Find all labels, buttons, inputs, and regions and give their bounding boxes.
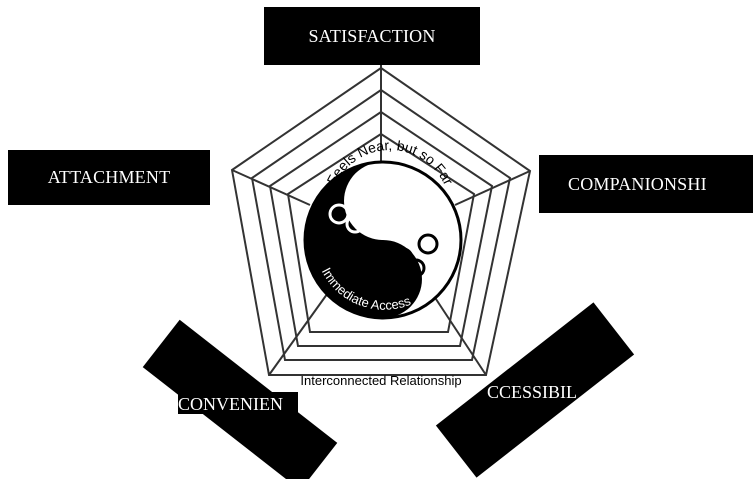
curl-icon [345, 214, 365, 234]
satisfaction-label: SATISFACTION [308, 25, 436, 46]
convenience-label: CONVENIEN [178, 394, 283, 414]
curl-icon [417, 233, 439, 255]
center-inner-ring [303, 160, 463, 320]
attachment-box: ATTACHMENT [8, 150, 210, 205]
convenience-text-bg [178, 392, 298, 414]
web-spoke [268, 289, 331, 376]
accessibility-label: CCESSIBIL [487, 382, 577, 402]
base-label: Interconnected Relationship [300, 373, 461, 388]
accessibility-box [435, 302, 635, 478]
web-ring-4 [286, 132, 476, 333]
curl-icon [328, 203, 350, 225]
companionship-box: COMPANIONSHI [539, 155, 753, 213]
web-ring-2 [250, 88, 512, 361]
curl-icon [352, 191, 374, 213]
web-spoke [454, 170, 531, 206]
attachment-label: ATTACHMENT [47, 167, 171, 187]
web-spoke [429, 289, 487, 376]
web-spoke [231, 169, 311, 206]
web-ring-3 [268, 110, 494, 347]
curl-icon [392, 247, 414, 269]
satisfaction-box: SATISFACTION [264, 7, 480, 65]
curl-icon [406, 258, 426, 278]
center-emblem: Feels Near, but so Far Immediate Access [303, 137, 463, 320]
web-ring-outer [230, 66, 532, 376]
spider-web [230, 60, 532, 376]
curl-motifs [328, 191, 439, 278]
companionship-label: COMPANIONSHI [568, 173, 707, 194]
